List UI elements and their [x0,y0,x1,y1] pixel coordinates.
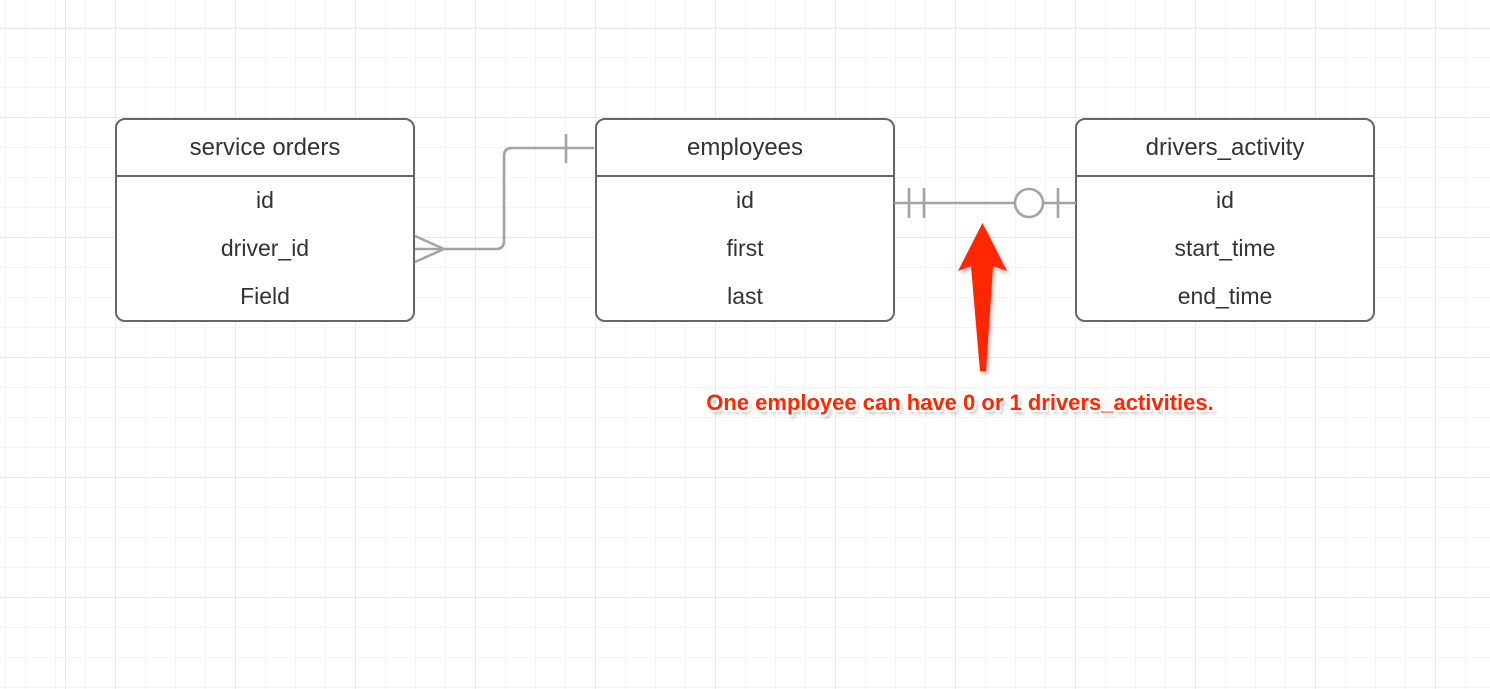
relationship-service-orders-employees[interactable] [414,134,594,264]
field-row[interactable]: id [1216,187,1234,214]
entity-title: service orders [117,120,413,177]
red-arrow-icon[interactable] [958,223,1007,371]
field-row[interactable]: end_time [1177,282,1273,309]
crows-foot-many-icon [414,234,445,264]
entity-title: drivers_activity [1077,120,1373,177]
entity-employees[interactable]: employees id first last [595,118,895,322]
field-row[interactable]: id [256,187,274,214]
relationship-employees-drivers-activity[interactable] [894,187,1076,219]
entity-title: employees [597,120,893,177]
field-row[interactable]: last [727,282,763,309]
field-row[interactable]: id [736,187,754,214]
field-row[interactable]: Field [240,282,290,309]
entity-service-orders[interactable]: service orders id driver_id Field [115,118,415,322]
field-row[interactable]: start_time [1174,235,1276,261]
field-row[interactable]: first [726,235,764,261]
field-row[interactable]: driver_id [220,235,310,261]
zero-or-one-circle-icon [1013,187,1045,219]
red-arrow-shape [958,223,1007,371]
edge-path [444,146,594,251]
annotation-text[interactable]: One employee can have 0 or 1 drivers_act… [706,390,1214,415]
entity-drivers-activity[interactable]: drivers_activity id start_time end_time [1075,118,1375,322]
